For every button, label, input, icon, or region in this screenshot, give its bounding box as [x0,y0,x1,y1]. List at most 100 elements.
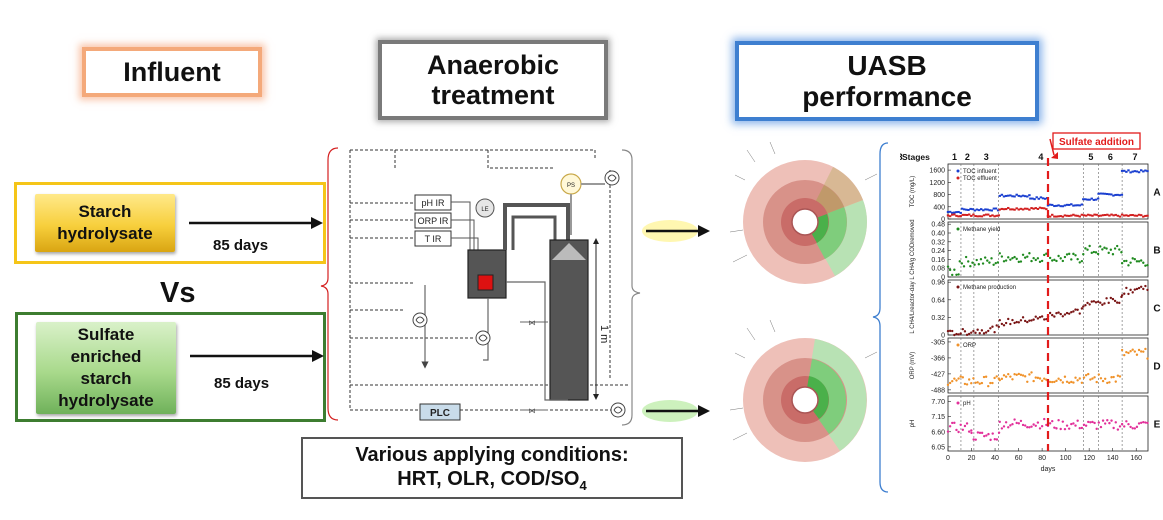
data-point [1101,248,1104,251]
data-point [1082,305,1085,308]
data-point [1082,376,1086,379]
data-point [953,211,956,214]
data-point [1051,313,1054,317]
data-point [1067,214,1071,217]
data-point [1113,299,1117,303]
plc-box [419,403,461,421]
data-point [1002,324,1006,327]
data-point [1026,255,1029,258]
data-point [1074,204,1077,207]
data-point [1015,320,1018,324]
data-point [1019,419,1023,423]
data-point [997,325,1001,329]
data-point [1009,194,1012,197]
data-point [1112,214,1115,217]
data-point [1123,214,1126,217]
data-point [1127,264,1130,267]
data-point [1131,291,1134,294]
data-point [1059,378,1062,382]
gas-meter-icon [604,170,620,186]
data-point [976,431,980,434]
data-point [1139,169,1143,172]
data-point [1110,419,1113,422]
data-point [989,438,992,442]
data-point [1133,257,1137,261]
data-point [1000,207,1004,210]
data-point [1034,258,1037,262]
data-point [1033,198,1036,201]
data-point [1125,170,1128,173]
x-tick-label: 80 [1038,455,1046,462]
data-point [1034,207,1037,210]
data-point [1080,203,1084,206]
data-point [1142,170,1145,173]
data-point [1007,372,1010,376]
data-point [957,273,960,276]
data-point [1144,264,1147,267]
data-point [986,208,989,211]
data-point [1095,380,1098,384]
data-point [1021,316,1025,319]
data-point [972,438,975,441]
data-point [972,329,975,333]
data-point [985,434,988,437]
data-point [1011,208,1014,211]
data-point [1059,215,1062,218]
data-point [1055,379,1058,383]
data-point [1023,207,1027,210]
arrow-to-krona-bottom [642,400,710,422]
data-point [1133,214,1137,217]
legend-label: pH [963,401,971,407]
data-point [948,425,952,428]
data-point [958,260,961,263]
data-point [1078,312,1081,315]
data-point [1116,428,1120,431]
plc-label: PLC [430,408,450,419]
data-point [957,210,960,213]
sulfate-pointer-head [1051,152,1058,159]
data-point [1032,256,1035,260]
data-point [1095,427,1098,431]
stages-label: Stages [902,152,930,162]
data-point [1101,214,1105,217]
data-point [1043,207,1046,210]
data-point [1036,207,1040,210]
data-point [1061,259,1065,263]
data-point [951,329,954,333]
data-point [970,431,973,435]
data-point [1112,426,1115,430]
data-point [1072,213,1075,216]
data-point [963,424,967,428]
data-point [1112,194,1115,197]
data-point [972,377,975,380]
data-point [1139,350,1143,353]
data-point [1009,375,1012,378]
data-point [1135,425,1139,429]
data-point [1076,257,1079,261]
data-point [1088,244,1091,248]
data-point [1120,348,1124,352]
data-point [1096,197,1100,200]
y-tick-label: 400 [933,204,945,211]
data-point [1072,381,1075,384]
data-point [1057,254,1060,258]
data-point [1004,194,1008,197]
data-point [1065,253,1069,256]
data-point [976,215,979,218]
data-point [1072,204,1075,207]
data-point [1089,214,1092,217]
data-point [1061,315,1065,318]
data-point [1127,351,1130,355]
data-point [981,262,985,265]
data-point [955,332,958,336]
data-point [994,261,997,265]
data-point [1011,256,1014,260]
data-point [1129,425,1132,429]
data-point [1097,373,1101,376]
data-point [1034,424,1037,427]
data-point [975,208,979,211]
data-point [1009,322,1012,326]
data-point [993,215,996,218]
data-point [962,265,966,268]
data-point [1057,377,1060,380]
